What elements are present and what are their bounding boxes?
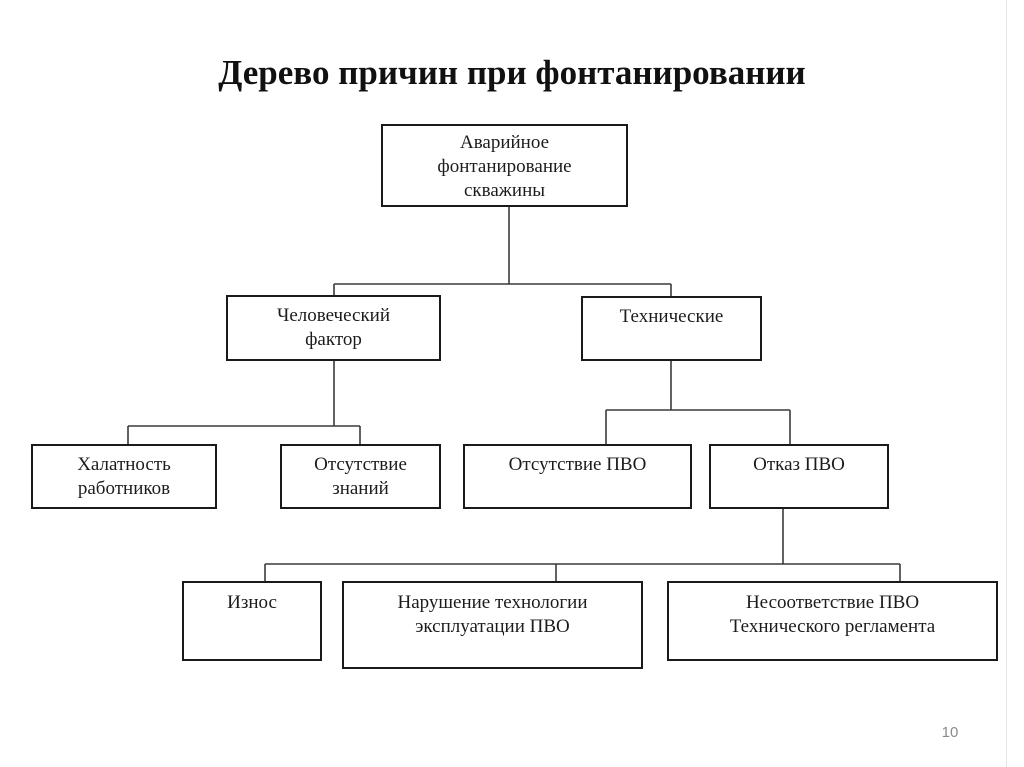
node-bop-failure-label: Отказ ПВО xyxy=(753,454,845,475)
node-lack-of-knowledge: Отсутствие знаний xyxy=(280,444,441,509)
node-regulation-noncompliance: Несоответствие ПВО Технического регламен… xyxy=(667,581,998,661)
node-negligence: Халатность работников xyxy=(31,444,217,509)
node-regulation-noncompliance-label: Несоответствие ПВО Технического регламен… xyxy=(729,592,936,637)
slide-page-number: 10 xyxy=(941,724,959,741)
node-negligence-label: Халатность работников xyxy=(77,454,171,499)
node-bop-failure: Отказ ПВО xyxy=(709,444,889,509)
node-operation-violation-label: Нарушение технологии эксплуатации ПВО xyxy=(397,592,588,637)
node-lack-of-knowledge-label: Отсутствие знаний xyxy=(314,454,407,499)
node-wear: Износ xyxy=(182,581,322,661)
node-wear-label: Износ xyxy=(227,592,277,613)
node-no-bop-label: Отсутствие ПВО xyxy=(508,454,647,475)
node-operation-violation: Нарушение технологии эксплуатации ПВО xyxy=(342,581,643,669)
slide-title: Дерево причин при фонтанировании xyxy=(218,53,806,93)
node-technical-label: Технические xyxy=(619,306,724,327)
slide-edge-divider xyxy=(1006,0,1007,767)
node-human-factor-label: Человеческий фактор xyxy=(276,305,391,350)
node-technical: Технические xyxy=(581,296,762,361)
node-root-label: Аварийное фонтанирование скважины xyxy=(437,132,572,201)
node-human-factor: Человеческий фактор xyxy=(226,295,441,361)
node-root-emergency-blowout: Аварийное фонтанирование скважины xyxy=(381,124,628,207)
node-no-bop: Отсутствие ПВО xyxy=(463,444,692,509)
